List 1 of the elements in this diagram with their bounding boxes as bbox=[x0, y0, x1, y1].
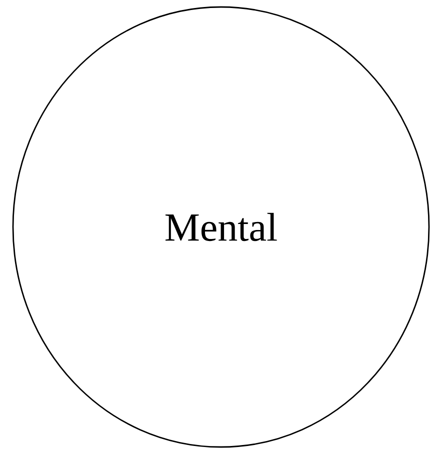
circle-node: Mental bbox=[12, 6, 430, 448]
